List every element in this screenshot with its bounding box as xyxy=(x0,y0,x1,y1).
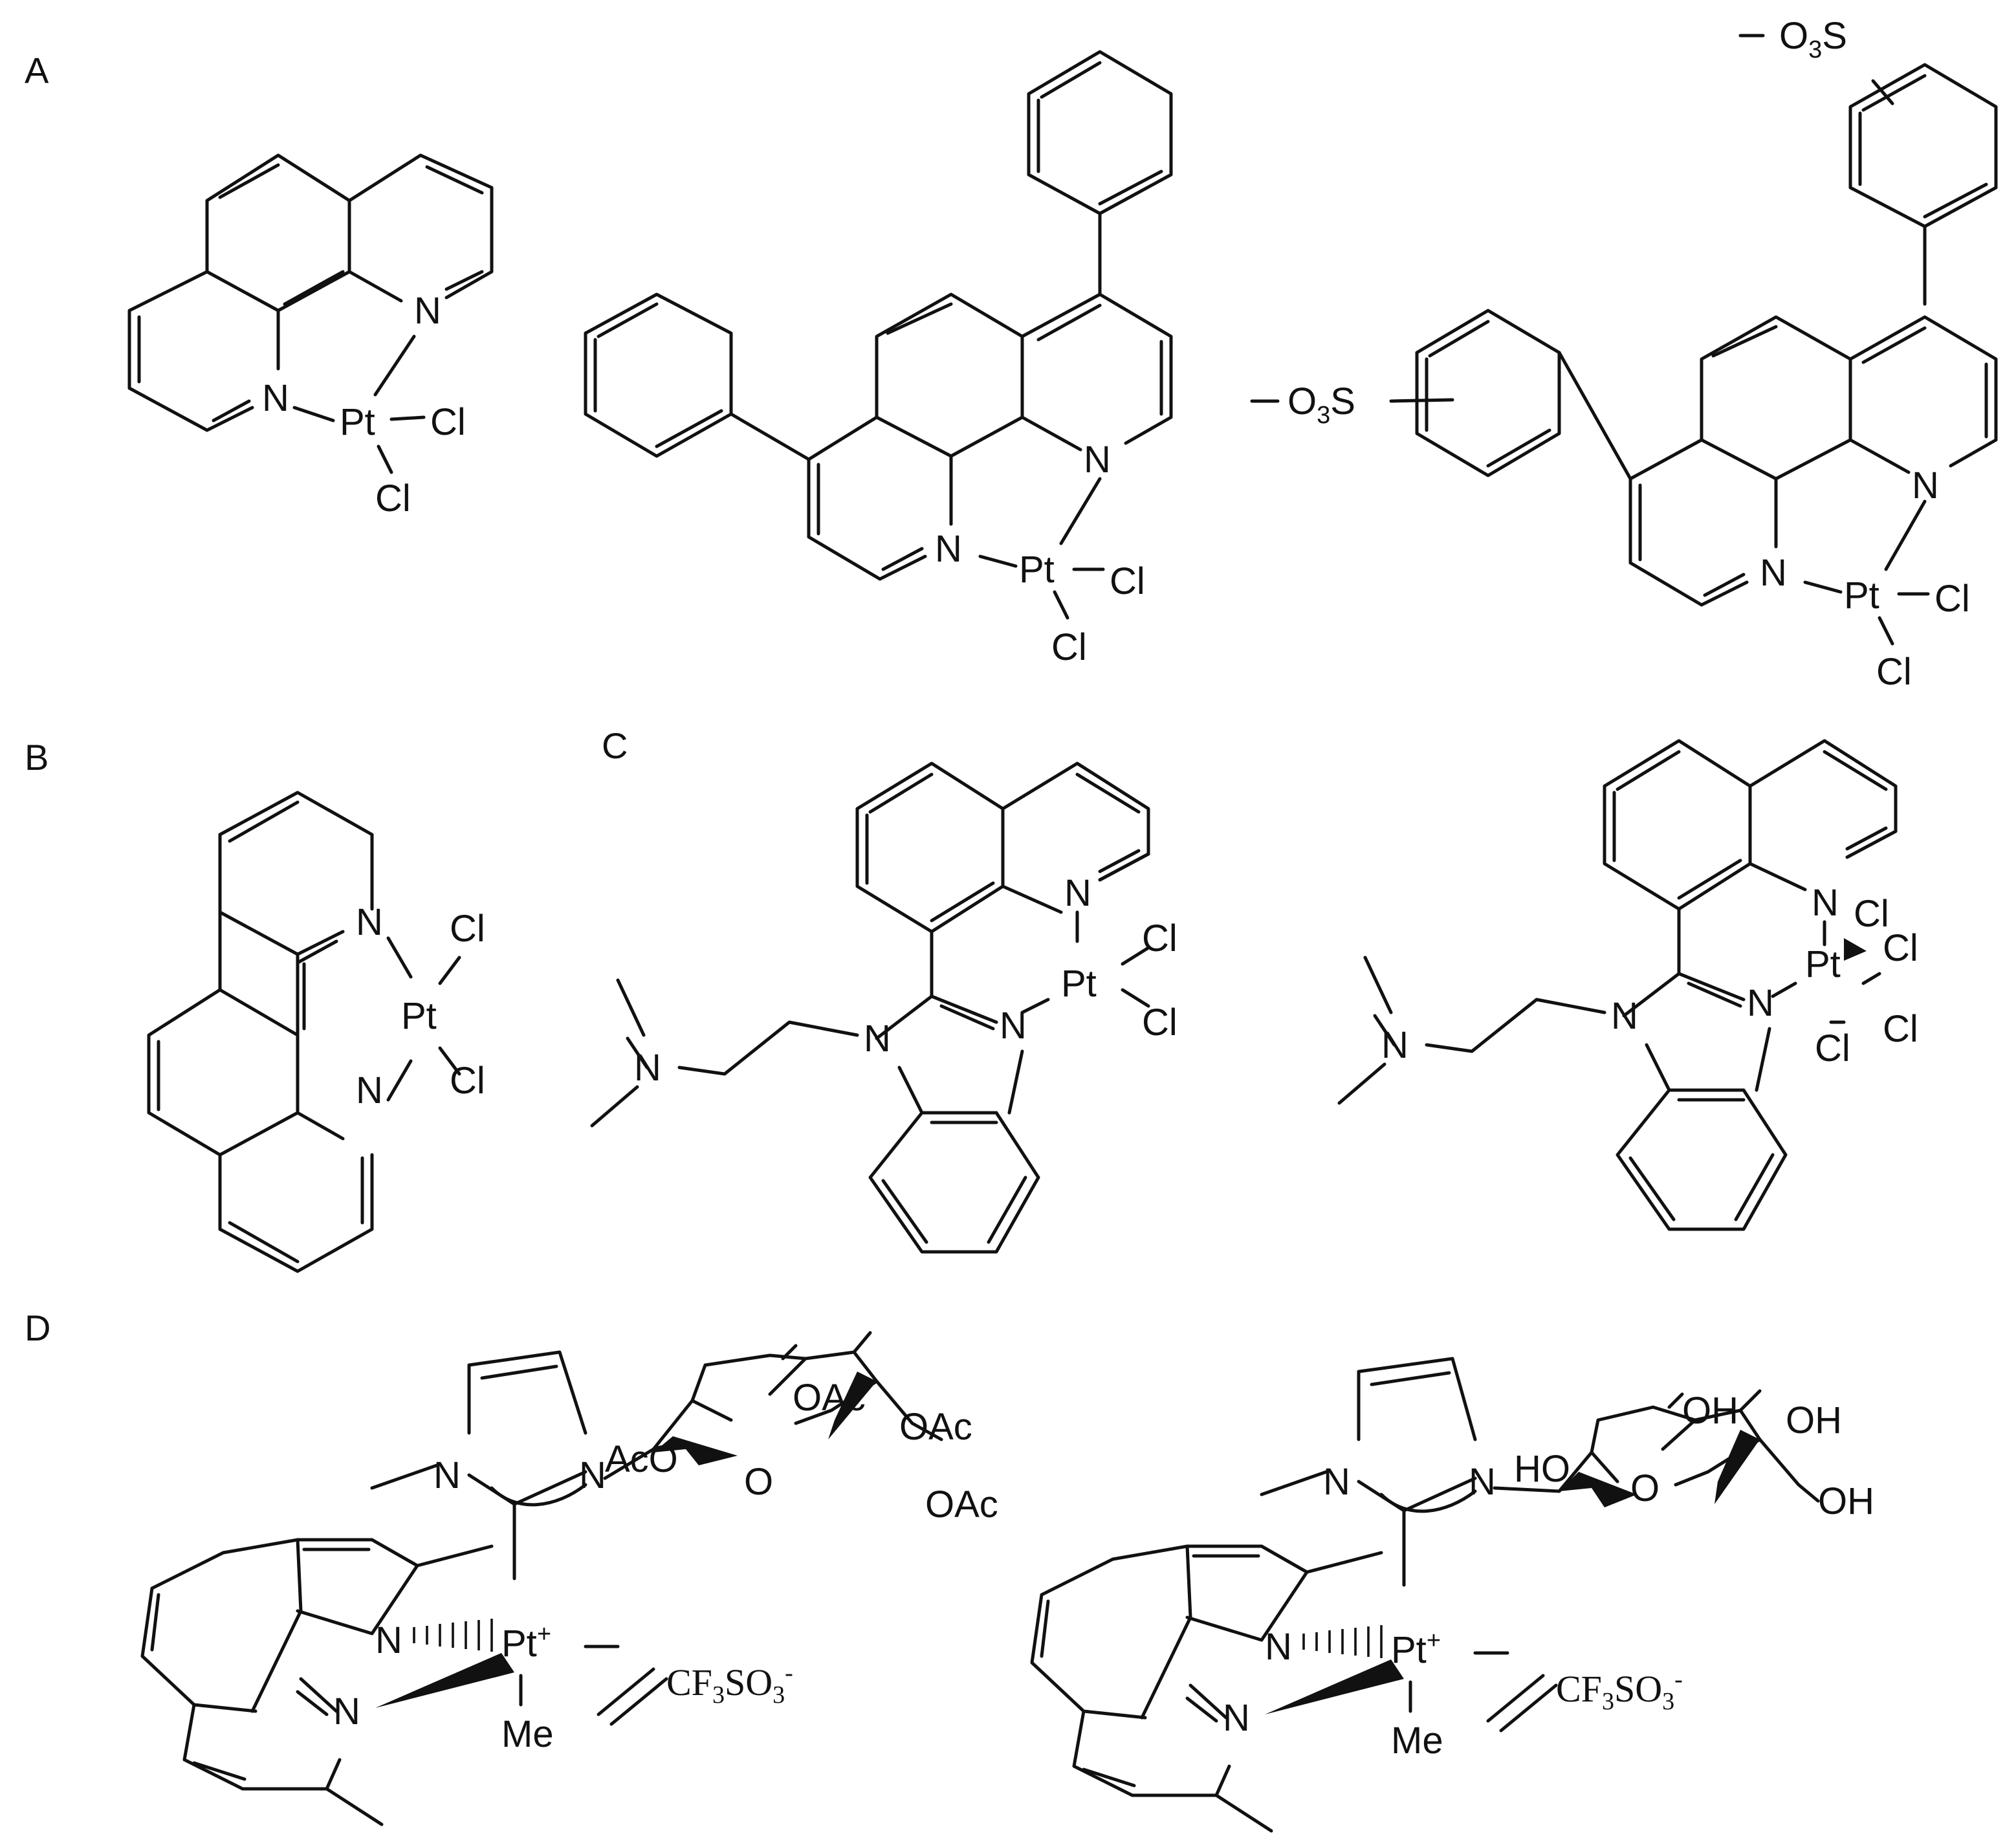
atom-cl: Cl xyxy=(1876,651,1912,693)
hashed-bond xyxy=(413,1619,493,1652)
atom-n: N xyxy=(1760,552,1787,594)
atom-n: N xyxy=(1265,1626,1292,1668)
hydroxyl-label: OH xyxy=(1818,1480,1874,1522)
structure-d2-pt-nhc-glucose: N N O HO OH OH OH N N xyxy=(1030,1357,1874,1833)
hydroxyl-label: HO xyxy=(1514,1448,1570,1490)
atom-n: N xyxy=(1912,465,1939,507)
sulfonate-group: O3S xyxy=(1779,15,1847,63)
panel-label-b: B xyxy=(25,737,49,778)
structure-c2-quinoline-benzimidazole-ptcl4: N N N N Pt Cl Cl Cl Cl xyxy=(1337,739,1918,1231)
atom-pt: Pt xyxy=(1061,963,1097,1005)
atom-pt: Pt xyxy=(1019,549,1055,591)
counterion-triflate: CF3SO3- xyxy=(1556,1666,1683,1715)
atom-n: N xyxy=(414,290,441,332)
atom-pt: Pt xyxy=(1805,943,1841,985)
atom-cl: Cl xyxy=(1142,1001,1178,1044)
hashed-bond xyxy=(1302,1625,1383,1658)
structure-c1-quinoline-benzimidazole-ptcl2: N N N N Pt Cl Cl xyxy=(590,761,1178,1254)
panel-label-d: D xyxy=(25,1307,50,1348)
atom-cl: Cl xyxy=(1934,578,1970,620)
atom-n: N xyxy=(1223,1697,1250,1739)
structure-d1-pt-nhc-acetyl-glucose: N N O AcO OAc OAc OAc N xyxy=(140,1331,998,1826)
atom-pt: Pt xyxy=(340,401,375,443)
atom-n: N xyxy=(356,1069,383,1111)
atom-o: O xyxy=(744,1461,773,1503)
atom-n: N xyxy=(864,1018,891,1060)
atom-n: N xyxy=(333,1690,360,1733)
acetoxy-label: OAc xyxy=(793,1377,866,1419)
atom-cl: Cl xyxy=(1815,1027,1850,1069)
atom-cl: Cl xyxy=(430,401,466,443)
structure-a1-phen-ptcl2: N N Pt Cl Cl xyxy=(127,153,494,520)
atom-cl: Cl xyxy=(1883,1008,1918,1050)
atom-n: N xyxy=(433,1454,461,1496)
atom-n: N xyxy=(1381,1024,1408,1066)
atom-n: N xyxy=(356,901,383,943)
atom-cl: Cl xyxy=(1142,917,1178,959)
panel-label-c: C xyxy=(602,725,628,766)
atom-n: N xyxy=(1611,995,1638,1037)
atom-cl: Cl xyxy=(1854,893,1889,935)
atom-n: N xyxy=(1812,882,1839,924)
atom-n: N xyxy=(262,377,289,419)
atom-pt: Pt xyxy=(1844,574,1879,617)
atom-cl: Cl xyxy=(1051,626,1087,668)
atom-n: N xyxy=(1747,982,1774,1024)
acetoxy-label: OAc xyxy=(925,1483,998,1526)
counterion-triflate: CF3SO3- xyxy=(666,1659,793,1709)
atom-n: N xyxy=(1000,1005,1027,1047)
atom-pt-cation: Pt+ xyxy=(501,1621,551,1665)
atom-pt: Pt xyxy=(401,995,437,1037)
hydroxyl-label: OH xyxy=(1786,1399,1842,1441)
atom-cl: Cl xyxy=(1110,560,1145,602)
atom-n: N xyxy=(1084,439,1111,481)
atom-n: N xyxy=(1469,1461,1496,1503)
atom-n: N xyxy=(579,1454,606,1496)
atom-cl: Cl xyxy=(450,1060,485,1102)
atom-pt-cation: Pt+ xyxy=(1391,1627,1441,1671)
atom-n: N xyxy=(375,1619,402,1661)
structure-a3-sulfonated-phen-ptcl2: O3S O3S N N Pt Cl Cl xyxy=(1250,15,1998,693)
atom-n: N xyxy=(634,1047,661,1089)
structure-a2-diphenylphen-ptcl2: N N Pt Cl Cl xyxy=(584,50,1173,668)
atom-me: Me xyxy=(1391,1720,1443,1762)
atom-n: N xyxy=(1064,872,1091,914)
atom-me: Me xyxy=(501,1713,554,1755)
atom-o: O xyxy=(1630,1467,1660,1509)
sulfonate-group: O3S xyxy=(1287,380,1355,429)
atom-cl: Cl xyxy=(375,477,411,520)
panel-label-a: A xyxy=(25,50,49,91)
acetoxy-label: OAc xyxy=(899,1406,972,1448)
atom-cl: Cl xyxy=(1883,927,1918,969)
acetoxy-label: AcO xyxy=(605,1438,678,1480)
structure-b-phen-ptcl2: N N Pt Cl Cl xyxy=(147,791,485,1273)
hydroxyl-label: OH xyxy=(1682,1390,1738,1432)
atom-n: N xyxy=(1323,1461,1350,1503)
atom-cl: Cl xyxy=(450,908,485,950)
atom-n: N xyxy=(935,528,962,570)
